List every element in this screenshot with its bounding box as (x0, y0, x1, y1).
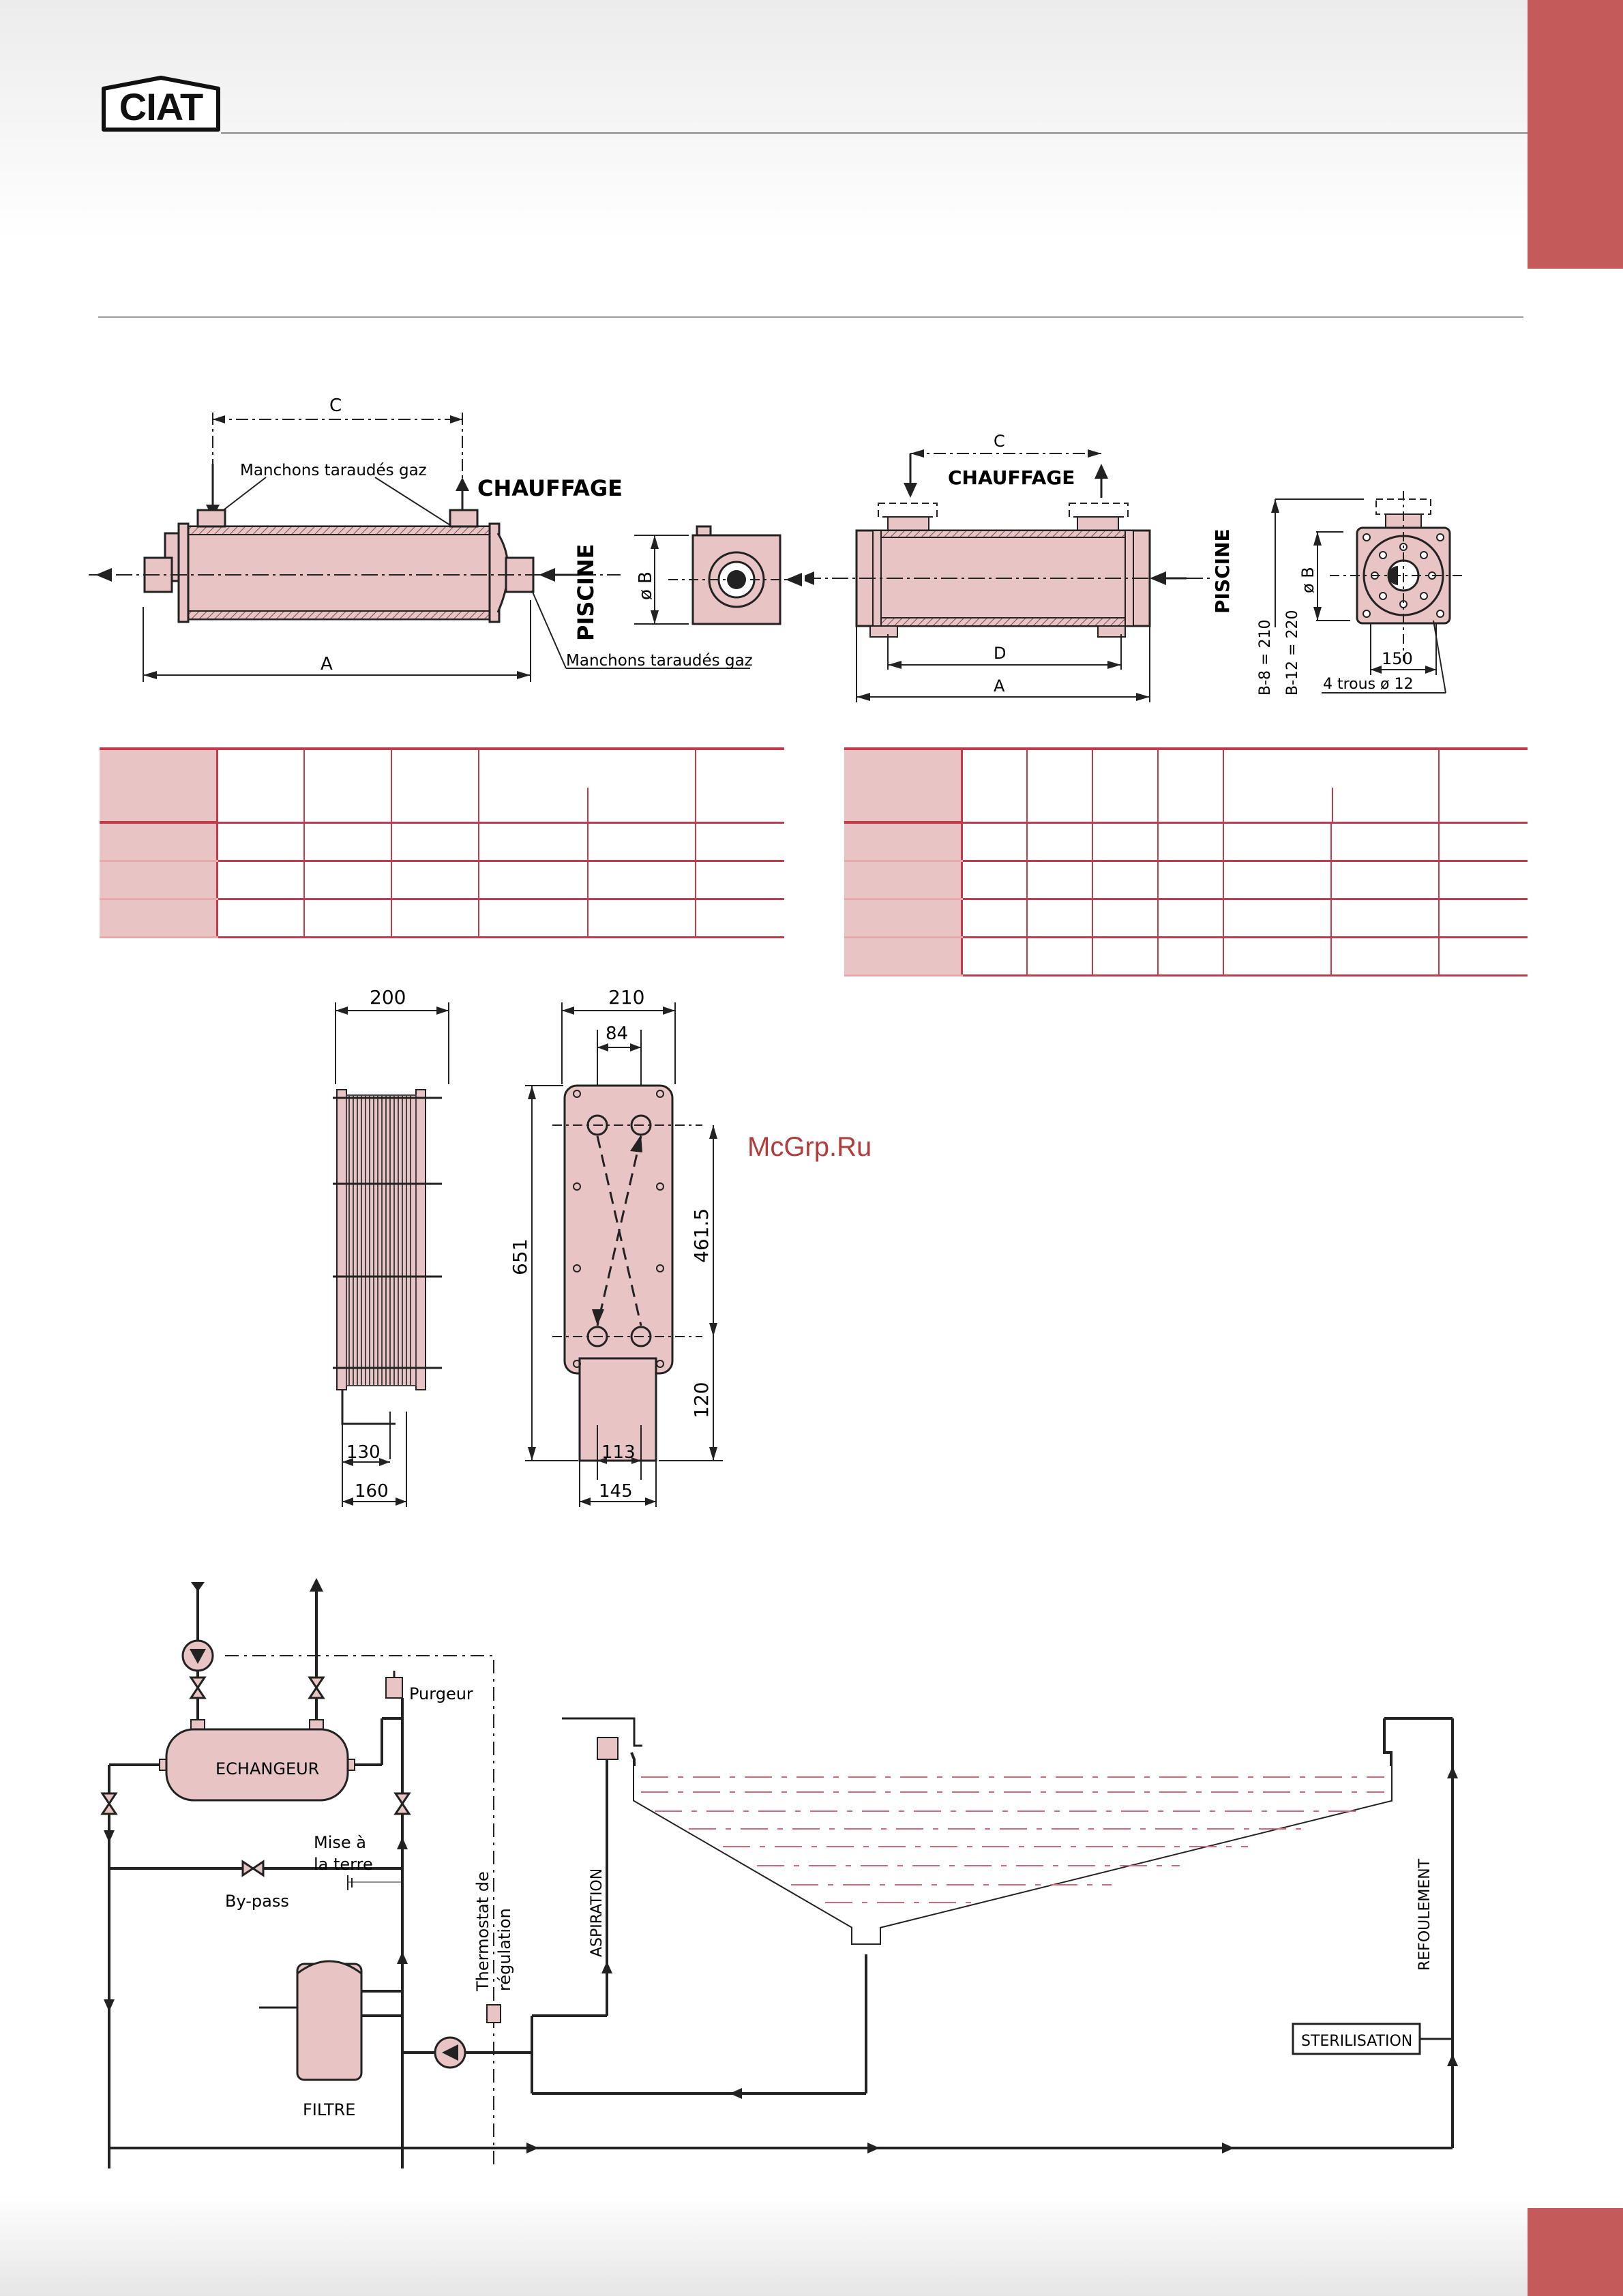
table1-row-label (100, 822, 218, 862)
dim-651-label: 651 (509, 1239, 531, 1275)
table1-header-cell (217, 747, 305, 824)
table2-header-cell (962, 747, 1028, 824)
chauffage-label: CHAUFFAGE (477, 475, 623, 501)
table1-header-cell (100, 747, 218, 824)
dim-4615-label: 461.5 (690, 1208, 713, 1263)
dimensions-table-1 (100, 747, 784, 938)
dim-c2-label: C (994, 432, 1005, 451)
table2-row-label (844, 861, 963, 900)
figure-tubular-exchanger: C Manchons taraudés gaz CHAUFFAGE PISCIN… (89, 396, 753, 682)
manchons-bottom-label: Manchons taraudés gaz (566, 652, 753, 670)
sterilisation-label: STERILISATION (1301, 2033, 1412, 2050)
table2-row-label (844, 899, 963, 938)
thermostat-label-1: Thermostat de (473, 1871, 492, 1992)
aspiration-label: ASPIRATION (589, 1868, 606, 1957)
table2-header-cell (1158, 747, 1224, 824)
b12-label: B-12 = 220 (1284, 610, 1301, 696)
mise-label-2: la terre (314, 1855, 373, 1874)
dim-a2-label: A (994, 676, 1005, 696)
dim-d-label: D (994, 644, 1006, 663)
header-rule (221, 132, 1528, 134)
dim-145-label: 145 (599, 1481, 633, 1502)
trous-label: 4 trous ø 12 (1323, 676, 1413, 693)
figure-exchanger-2-end-view: ø B B-8 = 210 B-12 = 220 150 4 trous ø 1… (1257, 491, 1466, 696)
table2-row-label (844, 822, 963, 862)
dim-160-label: 160 (355, 1481, 389, 1502)
dim-113-label: 113 (601, 1442, 636, 1463)
dim-200-label: 200 (370, 986, 406, 1009)
manchons-top-label: Manchons taraudés gaz (240, 462, 427, 479)
mise-label-1: Mise à (314, 1833, 366, 1852)
table2-header-cell (1027, 747, 1093, 824)
dim-150-label: 150 (1382, 649, 1413, 668)
dim-120-label: 120 (690, 1382, 713, 1418)
b8-label: B-8 = 210 (1257, 620, 1274, 696)
figure-exchanger-2: C CHAUFFAGE PISCINE D A (805, 432, 1234, 702)
section-rule (98, 316, 1523, 318)
thermostat-label-2: régulation (495, 1908, 514, 1991)
piscine-label: PISCINE (573, 544, 599, 641)
dim-a-label: A (321, 654, 333, 674)
purgeur-label: Purgeur (409, 1684, 473, 1703)
table2-header-cell (1439, 747, 1528, 824)
figure-tubular-end-view: ø B (634, 525, 812, 625)
table1-row-label (100, 899, 218, 938)
dim-210-label: 210 (608, 986, 644, 1009)
table1-header-cell (304, 747, 392, 824)
table1-header-cell (696, 747, 784, 824)
page-tab-top (1528, 0, 1623, 269)
ciat-logo-icon (102, 76, 220, 132)
figure-plate-exchanger: 200 130 160 210 84 (333, 986, 723, 1507)
watermark: McGrp.Ru (747, 1132, 872, 1162)
diam-b-label: ø B (636, 571, 656, 600)
table1-header-cell (391, 747, 479, 824)
table2-header-cell (844, 747, 963, 824)
dimensions-table-2 (844, 747, 1528, 976)
page-tab-bottom (1528, 2208, 1623, 2296)
logo-text: CIAT (119, 85, 204, 128)
installation-schematic: ECHANGEUR Purgeur Mise à la terre By-pas… (100, 1578, 1458, 2168)
table1-row-label (100, 861, 218, 900)
refoulement-label: REFOULEMENT (1416, 1858, 1433, 1971)
table2-header-cell (1092, 747, 1159, 824)
table2-row-label (844, 937, 963, 976)
diam-b2-label: ø B (1298, 567, 1317, 593)
table1-header-group (479, 747, 696, 824)
piscine2-label: PISCINE (1211, 528, 1234, 614)
footer-band (0, 2196, 1623, 2296)
table2-header-group (1223, 747, 1440, 824)
dim-130-label: 130 (346, 1442, 381, 1463)
header-band (0, 0, 1623, 239)
filtre-label: FILTRE (303, 2100, 355, 2119)
dim-84-label: 84 (606, 1024, 628, 1044)
dim-c-label: C (329, 396, 342, 416)
chauffage2-label: CHAUFFAGE (948, 466, 1075, 489)
echangeur-label: ECHANGEUR (215, 1759, 319, 1778)
bypass-label: By-pass (225, 1892, 289, 1911)
